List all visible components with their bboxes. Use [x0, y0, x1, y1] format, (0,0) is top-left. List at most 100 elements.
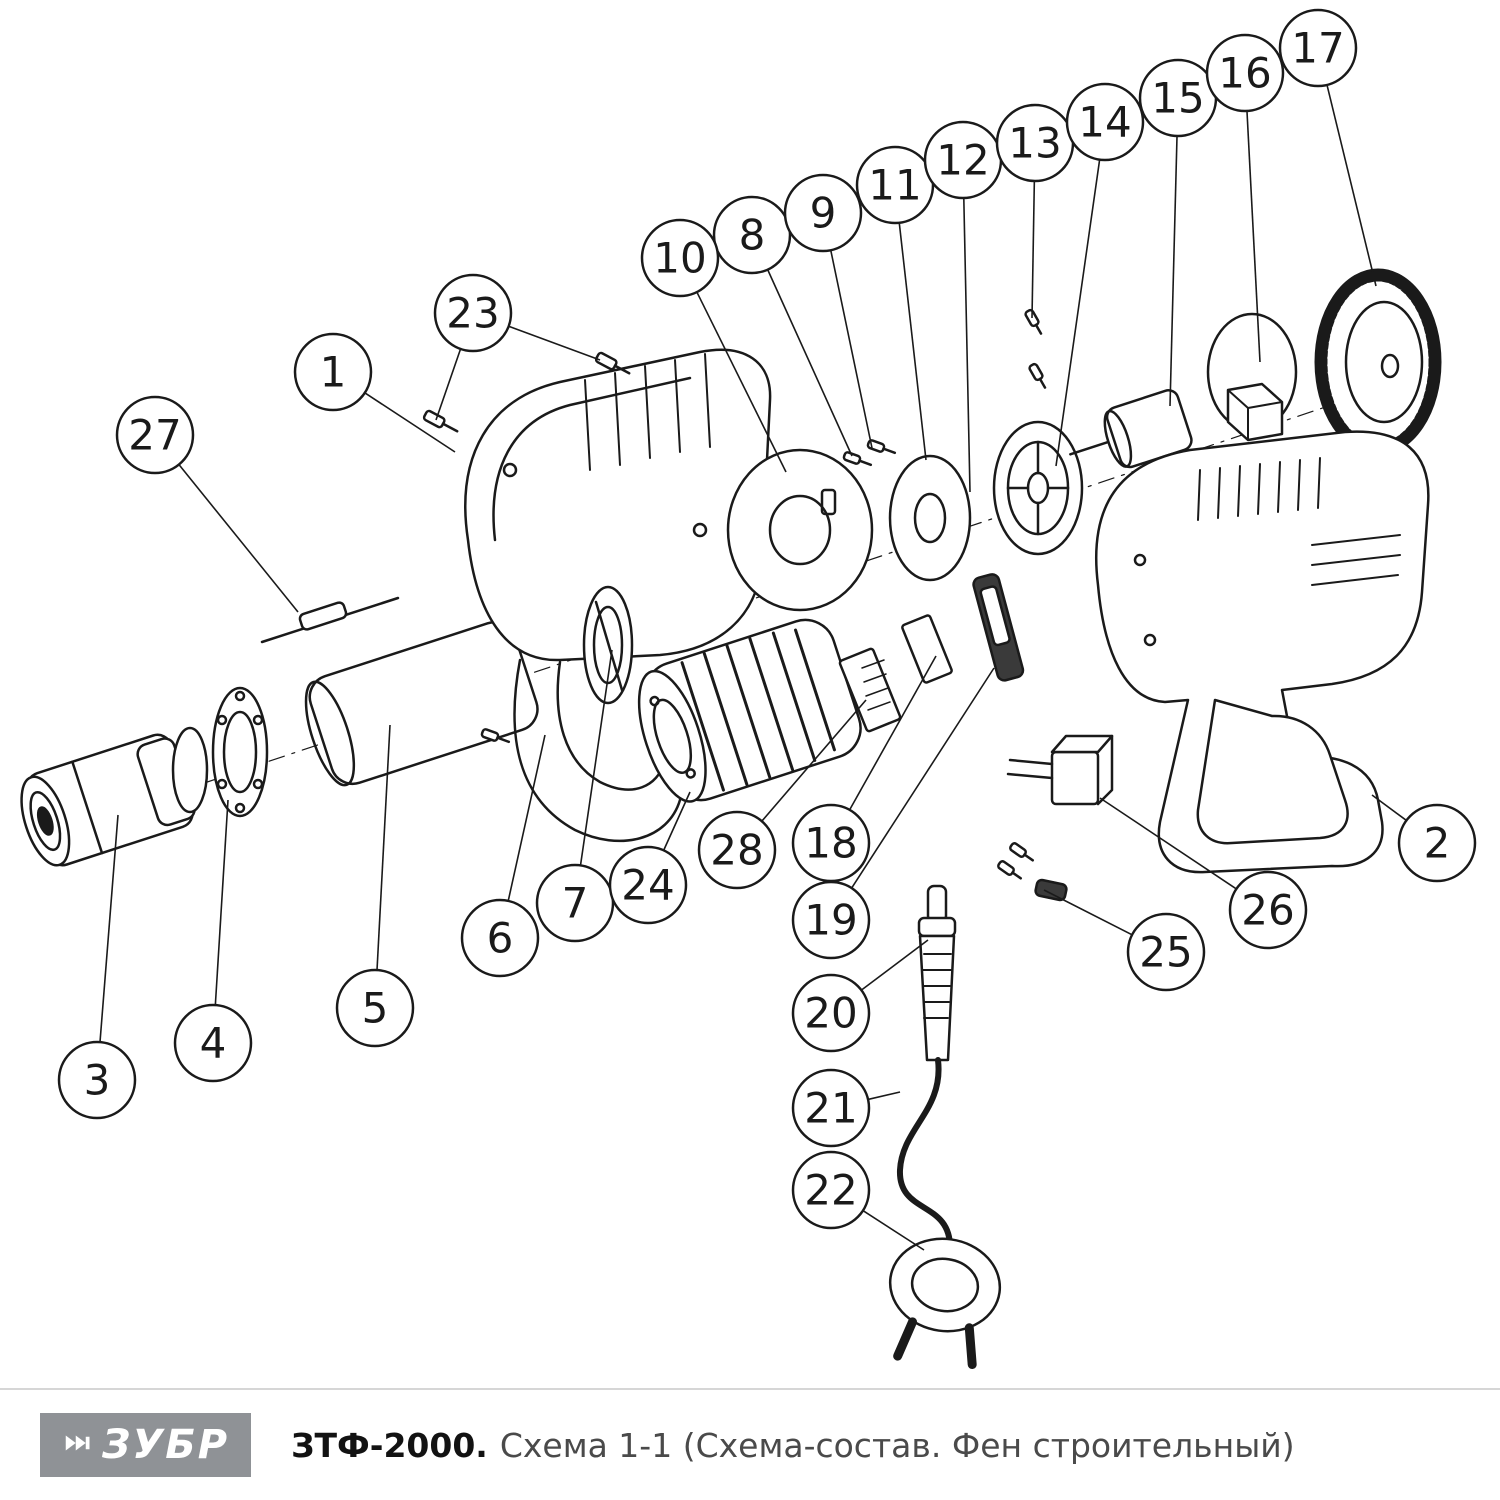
callout-8: 8	[712, 195, 792, 275]
callout-leader-6	[507, 734, 546, 902]
part-motor	[1069, 389, 1193, 469]
callout-leader-21	[867, 1091, 901, 1101]
part-heater-barrel	[637, 618, 862, 803]
callout-leader-18	[848, 655, 937, 811]
callout-leader-15	[1169, 135, 1178, 407]
callout-14: 14	[1065, 82, 1145, 162]
callout-leader-9	[829, 250, 873, 449]
callout-leader-17	[1326, 84, 1377, 287]
callout-23: 23	[433, 273, 513, 353]
callout-circle	[335, 968, 415, 1048]
part-baffle-disc	[888, 454, 972, 582]
callout-circle	[640, 218, 720, 298]
callout-26: 26	[1228, 870, 1308, 950]
callout-circle	[791, 1068, 871, 1148]
callout-circle	[791, 973, 871, 1053]
callout-label: 6	[487, 914, 514, 963]
callout-20: 20	[791, 973, 871, 1053]
callout-label: 10	[653, 234, 706, 283]
callout-label: 18	[804, 819, 857, 868]
exploded-diagram-svg: 1234567891011121314151617181920212223242…	[20, 8, 1477, 1370]
callout-circle	[1065, 82, 1145, 162]
callout-27: 27	[115, 395, 195, 475]
callout-circle	[173, 1003, 253, 1083]
callout-circle	[433, 273, 513, 353]
footer: ЗУБР ЗТФ-2000.Схема 1-1 (Схема-состав. Ф…	[0, 1388, 1500, 1500]
callout-label: 20	[804, 989, 857, 1038]
callout-13: 13	[995, 103, 1075, 183]
callout-circle	[1397, 803, 1477, 883]
part-heater-plates	[838, 614, 953, 733]
callout-4: 4	[173, 1003, 253, 1083]
callout-label: 13	[1008, 119, 1061, 168]
callout-label: 27	[128, 411, 181, 460]
callout-circle	[608, 845, 688, 925]
callout-circle	[115, 395, 195, 475]
callout-label: 16	[1218, 49, 1271, 98]
callout-2: 2	[1397, 803, 1477, 883]
part-rod	[260, 596, 400, 644]
callout-label: 28	[710, 826, 763, 875]
part-fan-case	[726, 448, 874, 612]
callout-leader-28	[761, 699, 867, 822]
callout-1: 1	[293, 332, 373, 412]
callout-16: 16	[1205, 33, 1285, 113]
callout-label: 5	[362, 984, 389, 1033]
callout-circle	[460, 898, 540, 978]
callout-label: 22	[804, 1166, 857, 1215]
callout-circle	[535, 863, 615, 943]
callout-circle	[712, 195, 792, 275]
callout-12: 12	[923, 120, 1003, 200]
callout-circle	[791, 880, 871, 960]
callout-leader-8	[766, 269, 853, 457]
callout-label: 2	[1424, 819, 1451, 868]
callout-label: 3	[84, 1056, 111, 1105]
callout-6: 6	[460, 898, 540, 978]
callout-leader-24	[662, 791, 691, 851]
callout-circle	[293, 332, 373, 412]
callout-circle	[697, 810, 777, 890]
callout-leader-26	[1099, 797, 1237, 890]
callout-leader-23	[508, 325, 601, 361]
callout-leader-20	[860, 939, 929, 991]
model-label: ЗТФ-2000.	[291, 1425, 488, 1465]
callout-leader-12	[963, 197, 971, 493]
callout-label: 11	[868, 161, 921, 210]
callout-15: 15	[1138, 58, 1218, 138]
callout-circle	[1126, 912, 1206, 992]
part-plug	[888, 1237, 1002, 1370]
callout-28: 28	[697, 810, 777, 890]
callout-leader-2	[1371, 794, 1407, 822]
callout-3: 3	[57, 1040, 137, 1120]
part-holder-strip	[972, 573, 1025, 682]
callout-leader-23	[435, 348, 462, 421]
callout-label: 24	[621, 861, 674, 910]
callout-leader-1	[364, 392, 456, 453]
callout-label: 12	[936, 136, 989, 185]
callout-label: 23	[446, 289, 499, 338]
callout-label: 26	[1241, 886, 1294, 935]
callout-18: 18	[791, 803, 871, 883]
callout-label: 9	[810, 189, 837, 238]
callout-leader-16	[1246, 110, 1261, 363]
part-fan-wheel	[992, 420, 1084, 556]
zubr-arrow-icon	[62, 1428, 92, 1462]
part-switch	[1006, 734, 1114, 806]
callout-leader-14	[1055, 159, 1101, 467]
part-impeller	[1314, 268, 1442, 456]
part-housing-left	[464, 348, 772, 843]
callout-leader-4	[214, 799, 229, 1006]
diagram-caption-line: ЗТФ-2000. Схема 1-1 (Схема-состав. Фен ст…	[291, 1426, 1295, 1465]
callout-leader-3	[99, 814, 119, 1043]
diagram-caption: Схема 1-1 (Схема-состав. Фен строительны…	[499, 1425, 1295, 1465]
callout-11: 11	[855, 145, 935, 225]
callout-leader-10	[696, 291, 787, 473]
callout-leader-25	[1043, 889, 1133, 936]
callout-25: 25	[1126, 912, 1206, 992]
callout-circle	[791, 1150, 871, 1230]
part-tube	[304, 621, 539, 787]
callout-leader-7	[579, 649, 613, 866]
callout-label: 25	[1139, 928, 1192, 977]
callout-leader-13	[1031, 180, 1036, 319]
